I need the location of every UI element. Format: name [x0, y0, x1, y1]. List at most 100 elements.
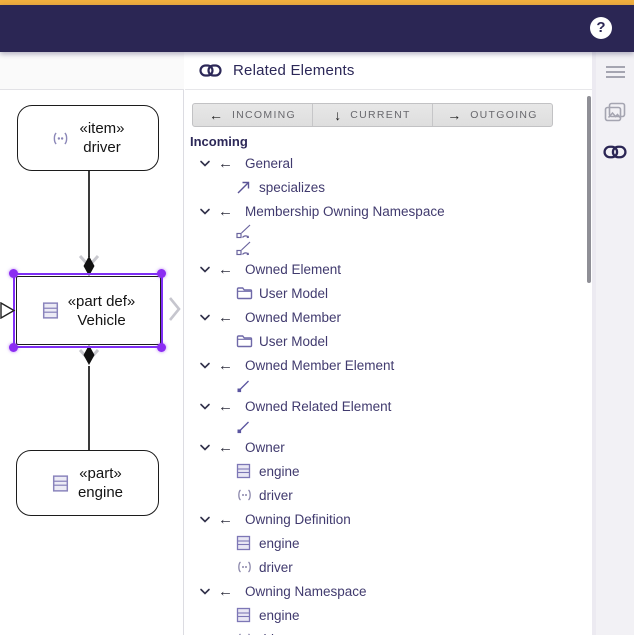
tree-row-label: Owned Related Element	[245, 398, 392, 414]
chevron-down-icon[interactable]	[199, 442, 211, 453]
tree-item-driver[interactable]: driver	[185, 483, 592, 507]
dot-line-icon	[236, 378, 253, 394]
tree-item-specializes[interactable]: specializes	[185, 175, 592, 199]
node-name: driver	[83, 139, 121, 156]
diagrams-button[interactable]	[596, 97, 634, 127]
part-def-icon	[42, 302, 58, 319]
tab-outgoing[interactable]: → OUTGOING	[432, 104, 552, 126]
resize-handle-se[interactable]	[157, 343, 166, 352]
vertical-scrollbar[interactable]	[587, 96, 591, 283]
composition-edge[interactable]	[88, 366, 90, 450]
tree-row-label: Owned Member	[245, 309, 342, 325]
tree-row-owned-element[interactable]: ← Owned Element	[185, 257, 592, 281]
tab-incoming[interactable]: ← INCOMING	[193, 104, 312, 126]
hamburger-icon	[605, 65, 625, 78]
resize-handle-nw[interactable]	[9, 269, 18, 278]
tree-item-engine[interactable]: engine	[185, 603, 592, 627]
tree-row-owning-definition[interactable]: ←Owning Definition	[185, 507, 592, 531]
tree-row-label: Owned Element	[245, 261, 342, 277]
node-name: engine	[77, 484, 124, 501]
tree-item-icon-only[interactable]	[185, 223, 592, 240]
node-stereotype: «item»	[79, 120, 125, 137]
tree-row-label: General	[245, 155, 294, 171]
tree-row-owner[interactable]: ← Owner	[185, 435, 592, 459]
tree-item-icon-only[interactable]	[185, 377, 592, 394]
diagram-canvas[interactable]: «item» driver «part def» Vehicle «pa	[0, 52, 184, 635]
chevron-down-icon[interactable]	[199, 360, 211, 371]
tab-current[interactable]: ↓ CURRENT	[312, 104, 432, 126]
resize-handle-ne[interactable]	[157, 269, 166, 278]
tree-item-icon-only[interactable]	[185, 240, 592, 257]
arrow-left-icon: ←	[218, 397, 233, 415]
tree-item-label: engine	[259, 463, 300, 479]
folder-icon	[236, 334, 253, 348]
tree-item-label: driver	[259, 559, 293, 575]
chevron-down-icon[interactable]	[199, 586, 211, 597]
node-partdef-vehicle[interactable]: «part def» Vehicle	[16, 276, 161, 345]
composition-edge[interactable]	[88, 171, 90, 257]
tree-item-label: driver	[259, 632, 293, 635]
related-elements-tree: Incoming ← General specializes←Membership O…	[185, 131, 592, 635]
panel-header: Related Elements	[185, 52, 592, 90]
node-part-engine[interactable]: «part» engine	[16, 450, 159, 516]
canvas-toolbar	[0, 52, 184, 90]
tree-row-membership-owning-namespace[interactable]: ←Membership Owning Namespace	[185, 199, 592, 223]
tree-item-driver[interactable]: driver	[185, 627, 592, 635]
arrow-left-icon: ←	[218, 154, 233, 172]
arrow-left-icon: ←	[218, 260, 233, 278]
direction-tab-group: ← INCOMING ↓ CURRENT → OUTGOING	[192, 103, 553, 127]
incoming-edge-arrow	[0, 302, 16, 319]
help-button[interactable]: ?	[590, 17, 612, 39]
arrow-right-icon: →	[447, 107, 462, 123]
tree-section-label: Incoming	[190, 133, 248, 149]
tree-row-general[interactable]: ← General	[185, 151, 592, 175]
tree-item-label: User Model	[259, 333, 329, 349]
right-sidebar	[596, 52, 634, 635]
arrow-down-icon: ↓	[334, 107, 342, 123]
tree-row-label: Owner	[245, 439, 285, 455]
tree-item-engine[interactable]: engine	[185, 459, 592, 483]
tree-row-owned-related-element[interactable]: ← Owned Related Element	[185, 394, 592, 418]
tree-item-driver[interactable]: driver	[185, 555, 592, 579]
tree-row-owned-member-element[interactable]: ← Owned Member Element	[185, 353, 592, 377]
navigate-chevron-icon[interactable]	[168, 296, 182, 322]
chevron-down-icon[interactable]	[199, 401, 211, 412]
tree-item-label: engine	[259, 535, 300, 551]
accent-top-bar	[0, 0, 634, 5]
tree-item-user-model[interactable]: User Model	[185, 329, 592, 353]
menu-button[interactable]	[596, 57, 634, 87]
tree-item-label: engine	[259, 607, 300, 623]
app-header: ?	[0, 5, 634, 52]
tree-item-icon-only[interactable]	[185, 418, 592, 435]
chevron-down-icon[interactable]	[199, 206, 211, 217]
panel-title: Related Elements	[233, 62, 355, 79]
arrow-left-icon: ←	[218, 438, 233, 456]
arrow-left-icon: ←	[218, 202, 233, 220]
tree-item-label: driver	[259, 487, 293, 503]
chevron-down-icon[interactable]	[199, 312, 211, 323]
node-item-driver[interactable]: «item» driver	[17, 105, 159, 171]
folder-icon	[236, 286, 253, 300]
specializes-arrow-icon	[236, 180, 253, 195]
related-elements-button[interactable]	[596, 137, 634, 167]
link-icon	[199, 64, 222, 77]
tree-item-user-model[interactable]: User Model	[185, 281, 592, 305]
chevron-down-icon[interactable]	[199, 264, 211, 275]
related-elements-panel: Related Elements ← INCOMING ↓ CURRENT → …	[185, 52, 592, 635]
panel-gutter	[592, 52, 596, 635]
tree-item-engine[interactable]: engine	[185, 531, 592, 555]
arrow-left-icon: ←	[208, 107, 223, 123]
resize-handle-sw[interactable]	[9, 343, 18, 352]
arrow-left-icon: ←	[218, 582, 233, 600]
chevron-down-icon[interactable]	[199, 514, 211, 525]
arrow-left-icon: ←	[218, 356, 233, 374]
membership-icon	[236, 224, 253, 240]
tree-row-owned-member[interactable]: ←Owned Member	[185, 305, 592, 329]
item-icon	[236, 561, 253, 573]
tree-row-label: Owned Member Element	[245, 357, 395, 373]
tree-row-owning-namespace[interactable]: ←Owning Namespace	[185, 579, 592, 603]
chevron-down-icon[interactable]	[199, 158, 211, 169]
tree-row-label: Owning Definition	[245, 511, 351, 527]
dot-line-icon	[236, 419, 253, 435]
